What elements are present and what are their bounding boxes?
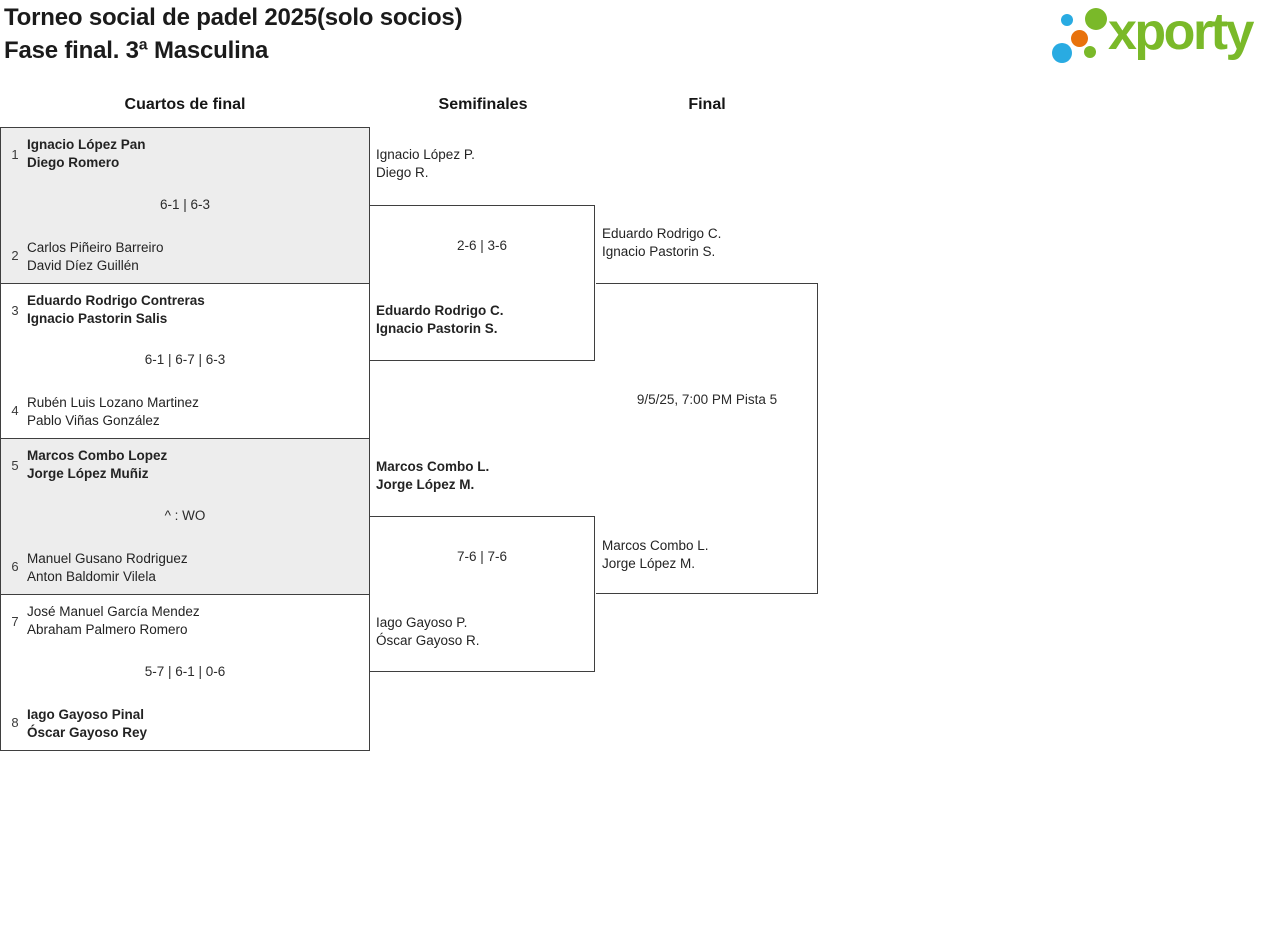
- team-pair: Manuel Gusano Rodriguez Anton Baldomir V…: [27, 550, 188, 586]
- team-pair: Ignacio López Pan Diego Romero: [27, 136, 146, 172]
- seed-number: 2: [11, 248, 19, 263]
- match-qf3[interactable]: 5 Marcos Combo Lopez Jorge López Muñiz ^…: [0, 438, 370, 595]
- seed-number: 3: [11, 303, 19, 318]
- match-final[interactable]: [596, 283, 818, 594]
- team-pair: Eduardo Rodrigo C. Ignacio Pastorin S.: [602, 225, 721, 261]
- team-pair: Eduardo Rodrigo Contreras Ignacio Pastor…: [27, 292, 205, 328]
- player-name: Iago Gayoso P.: [376, 615, 468, 630]
- xporty-logo[interactable]: xporty: [1052, 3, 1274, 70]
- match-score: 6-1 | 6-3: [159, 196, 211, 212]
- player-name: Carlos Piñeiro Barreiro: [27, 240, 164, 255]
- team-pair: Marcos Combo L. Jorge López M.: [376, 458, 489, 494]
- team-pair: Iago Gayoso Pinal Óscar Gayoso Rey: [27, 706, 147, 742]
- seed-number: 5: [11, 458, 19, 473]
- logo-dot-icon: [1084, 46, 1096, 58]
- player-name: Abraham Palmero Romero: [27, 622, 188, 637]
- player-name: Anton Baldomir Vilela: [27, 569, 156, 584]
- player-name: Ignacio Pastorin Salis: [27, 311, 168, 326]
- logo-dot-icon: [1052, 43, 1072, 63]
- team-pair: Ignacio López P. Diego R.: [376, 146, 475, 182]
- player-name: Óscar Gayoso Rey: [27, 725, 148, 740]
- round-header-semifinals: Semifinales: [438, 96, 528, 113]
- player-name: Eduardo Rodrigo C.: [602, 226, 722, 241]
- team-pair: Eduardo Rodrigo C. Ignacio Pastorin S.: [376, 302, 504, 338]
- match-sf1[interactable]: 2-6 | 3-6: [370, 205, 595, 361]
- round-header-final: Final: [688, 96, 726, 113]
- player-name: Eduardo Rodrigo C.: [376, 303, 504, 318]
- player-name: Diego Romero: [27, 155, 120, 170]
- team-pair: Carlos Piñeiro Barreiro David Díez Guill…: [27, 239, 164, 275]
- player-name: Jorge López M.: [602, 556, 696, 571]
- logo-dot-icon: [1071, 30, 1088, 47]
- team-pair: Rubén Luis Lozano Martinez Pablo Viñas G…: [27, 394, 199, 430]
- seed-number: 1: [11, 147, 19, 162]
- logo-wordmark: xporty: [1108, 3, 1254, 61]
- player-name: Jorge López Muñiz: [27, 466, 149, 481]
- player-name: Marcos Combo L.: [376, 459, 490, 474]
- player-name: Ignacio Pastorin S.: [376, 321, 498, 336]
- logo-dot-icon: [1061, 14, 1073, 26]
- team-pair: Iago Gayoso P. Óscar Gayoso R.: [376, 614, 480, 650]
- seed-number: 4: [11, 403, 19, 418]
- match-score: 2-6 | 3-6: [456, 238, 508, 253]
- tournament-name: Torneo social de padel 2025(solo socios): [4, 4, 463, 31]
- match-score: ^ : WO: [164, 507, 206, 523]
- player-name: Eduardo Rodrigo Contreras: [27, 293, 205, 308]
- round-header-quarterfinals: Cuartos de final: [124, 96, 246, 113]
- player-name: Marcos Combo Lopez: [27, 448, 168, 463]
- match-score: 6-1 | 6-7 | 6-3: [144, 352, 226, 367]
- match-qf1[interactable]: 1 Ignacio López Pan Diego Romero 6-1 | 6…: [0, 127, 370, 284]
- match-sf2[interactable]: 7-6 | 7-6: [370, 516, 595, 672]
- player-name: Diego R.: [376, 165, 429, 180]
- match-qf2[interactable]: 3 Eduardo Rodrigo Contreras Ignacio Past…: [0, 283, 370, 439]
- player-name: David Díez Guillén: [27, 258, 139, 273]
- player-name: Iago Gayoso Pinal: [27, 707, 145, 722]
- match-qf4[interactable]: 7 José Manuel García Mendez Abraham Palm…: [0, 594, 370, 751]
- seed-number: 8: [11, 715, 19, 730]
- team-pair: Marcos Combo L. Jorge López M.: [602, 537, 709, 573]
- player-name: Manuel Gusano Rodriguez: [27, 551, 188, 566]
- final-schedule: 9/5/25, 7:00 PM Pista 5: [636, 392, 778, 407]
- team-pair: Marcos Combo Lopez Jorge López Muñiz: [27, 447, 167, 483]
- phase-category: Fase final. 3ª Masculina: [4, 37, 269, 64]
- player-name: Rubén Luis Lozano Martinez: [27, 395, 199, 410]
- player-name: José Manuel García Mendez: [27, 604, 200, 619]
- seed-number: 7: [11, 614, 19, 629]
- seed-number: 6: [11, 559, 19, 574]
- player-name: Ignacio López Pan: [27, 137, 146, 152]
- player-name: Pablo Viñas González: [27, 413, 160, 428]
- page-title: Torneo social de padel 2025(solo socios)…: [4, 1, 463, 67]
- player-name: Jorge López M.: [376, 477, 475, 492]
- player-name: Ignacio Pastorin S.: [602, 244, 716, 259]
- player-name: Óscar Gayoso R.: [376, 633, 480, 648]
- player-name: Marcos Combo L.: [602, 538, 709, 553]
- logo-dot-icon: [1085, 8, 1107, 30]
- player-name: Ignacio López P.: [376, 147, 475, 162]
- match-score: 7-6 | 7-6: [456, 549, 508, 564]
- team-pair: José Manuel García Mendez Abraham Palmer…: [27, 603, 200, 639]
- match-score: 5-7 | 6-1 | 0-6: [144, 663, 226, 679]
